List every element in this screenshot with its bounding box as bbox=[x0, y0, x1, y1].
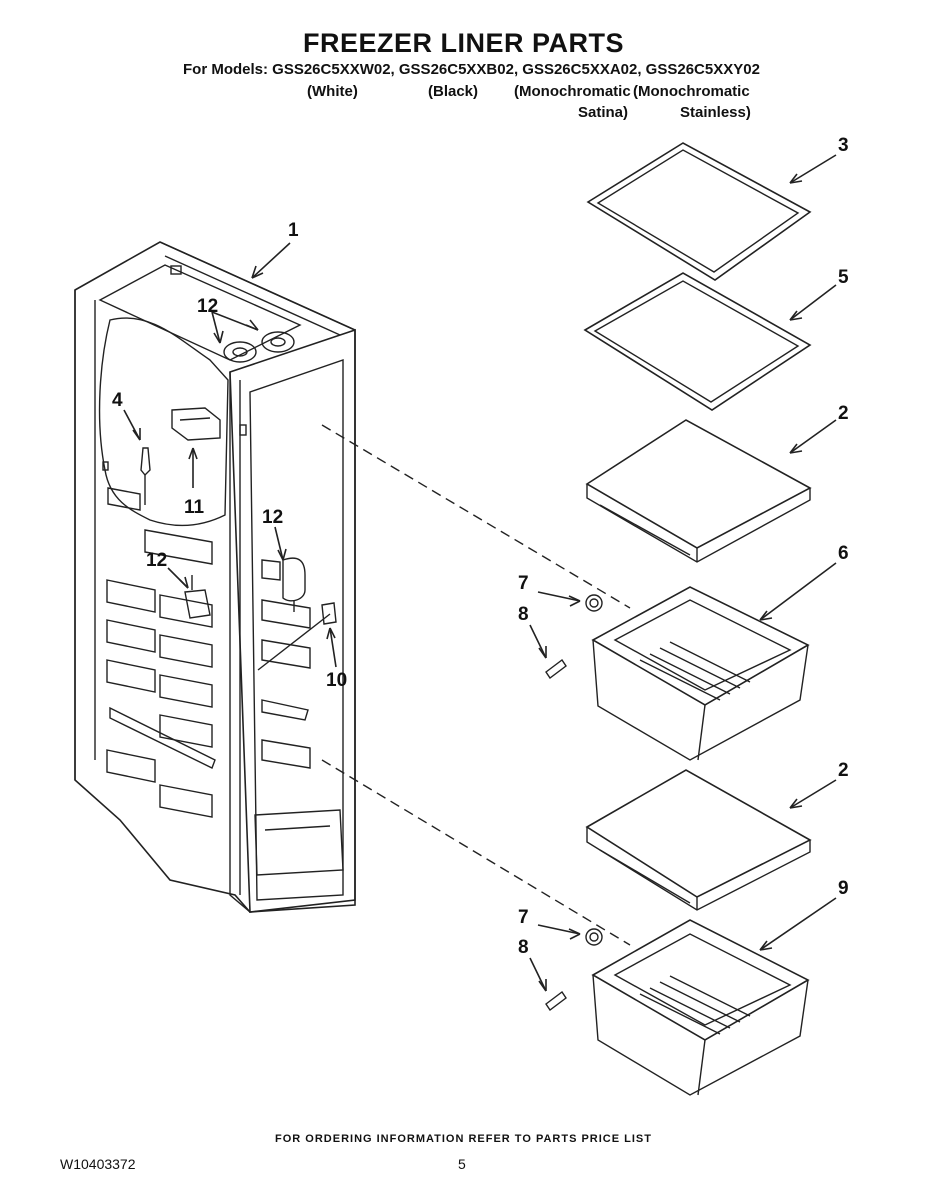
finish-satina-cont: Satina) bbox=[578, 104, 629, 121]
freezer-liner bbox=[74, 241, 356, 913]
callout-11: 11 bbox=[184, 497, 205, 518]
glass-shelf-3 bbox=[586, 142, 812, 281]
ordering-note: FOR ORDERING INFORMATION REFER TO PARTS … bbox=[275, 1133, 652, 1145]
callout-8-upper: 8 bbox=[518, 604, 529, 625]
roller-7-lower bbox=[585, 928, 603, 946]
page-number: 5 bbox=[458, 1156, 466, 1172]
assembly-line-upper bbox=[321, 424, 631, 609]
glass-shelf-5 bbox=[583, 272, 812, 411]
callout-6: 6 bbox=[838, 543, 849, 564]
assembly-line-10 bbox=[257, 613, 331, 671]
document-number: W10403372 bbox=[60, 1156, 136, 1172]
page-title: FREEZER LINER PARTS bbox=[302, 28, 624, 58]
models-line: For Models: GSS26C5XXW02, GSS26C5XXB02, … bbox=[183, 61, 760, 78]
roller-7-upper bbox=[585, 594, 603, 612]
callout-3: 3 bbox=[838, 135, 849, 156]
callout-2-lower: 2 bbox=[838, 760, 849, 781]
assembly-line-lower bbox=[321, 759, 631, 946]
finish-white: (White) bbox=[307, 83, 358, 100]
shelf-frame-2-lower bbox=[585, 769, 812, 911]
callout-12-left: 12 bbox=[146, 550, 168, 571]
screw-8-upper bbox=[545, 658, 567, 680]
callout-8-lower: 8 bbox=[518, 937, 529, 958]
leader-arrows bbox=[123, 154, 837, 992]
finish-stainless: (Monochromatic bbox=[633, 83, 750, 100]
callout-7-lower: 7 bbox=[518, 907, 529, 928]
callout-9: 9 bbox=[838, 878, 849, 899]
crisper-pan-6 bbox=[591, 586, 810, 761]
shelf-frame-2-upper bbox=[585, 419, 812, 563]
callout-4: 4 bbox=[112, 390, 123, 411]
callout-12-right: 12 bbox=[262, 507, 284, 528]
callout-7-upper: 7 bbox=[518, 573, 529, 594]
crisper-pan-9 bbox=[591, 919, 810, 1096]
finish-black: (Black) bbox=[428, 83, 479, 100]
callout-1: 1 bbox=[288, 220, 299, 241]
screw-8-lower bbox=[545, 990, 567, 1012]
finish-satina: (Monochromatic bbox=[514, 83, 631, 100]
callout-2-upper: 2 bbox=[838, 403, 849, 424]
finish-stainless-cont: Stainless) bbox=[680, 104, 751, 121]
callout-12-top: 12 bbox=[197, 296, 219, 317]
callout-5: 5 bbox=[838, 267, 849, 288]
callout-10: 10 bbox=[326, 670, 348, 691]
